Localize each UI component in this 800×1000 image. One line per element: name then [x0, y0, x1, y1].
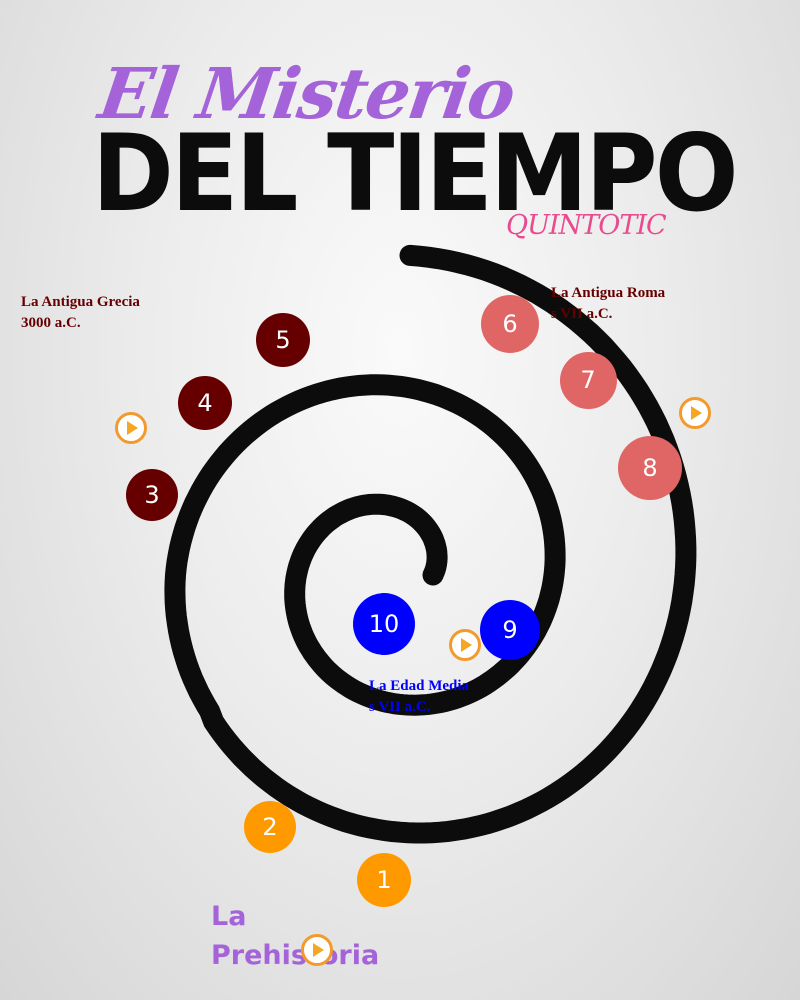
marker-number: 10 [368, 610, 400, 638]
marker-1[interactable]: 1 [357, 853, 411, 907]
play-icon [461, 638, 472, 652]
era-label-grecia: La Antigua Grecia 3000 a.C. [21, 292, 140, 334]
marker-10[interactable]: 10 [353, 593, 415, 655]
era-title: La Antigua Grecia [21, 294, 140, 310]
spiral-path [164, 244, 697, 844]
marker-number: 9 [502, 616, 518, 644]
play-button[interactable] [449, 629, 481, 661]
marker-2[interactable]: 2 [244, 801, 296, 853]
marker-8[interactable]: 8 [618, 436, 682, 500]
marker-number: 2 [262, 813, 278, 841]
marker-number: 5 [275, 326, 291, 354]
play-icon [691, 406, 702, 420]
era-title: La Edad Media [369, 678, 470, 694]
play-button[interactable] [115, 412, 147, 444]
marker-4[interactable]: 4 [178, 376, 232, 430]
brand-logo: QUINTOTIC [506, 210, 667, 241]
marker-6[interactable]: 6 [481, 295, 539, 353]
marker-number: 7 [580, 366, 596, 394]
play-button[interactable] [679, 397, 711, 429]
era-date: 3000 a.C. [21, 315, 81, 331]
era-label-prehistoria: La Prehistoria [211, 897, 379, 975]
era-title: La [211, 901, 247, 932]
era-title: Prehistoria [211, 940, 380, 971]
era-date: s VII a.C. [369, 699, 431, 715]
marker-9[interactable]: 9 [480, 600, 540, 660]
play-button[interactable] [301, 934, 333, 966]
play-icon [127, 421, 138, 435]
era-label-roma: La Antigua Roma s VII a.C. [551, 283, 665, 325]
marker-3[interactable]: 3 [126, 469, 178, 521]
marker-number: 8 [642, 454, 658, 482]
marker-5[interactable]: 5 [256, 313, 310, 367]
era-label-media: La Edad Media s VII a.C. [369, 676, 469, 718]
era-title: La Antigua Roma [551, 285, 666, 301]
marker-number: 4 [197, 389, 213, 417]
play-icon [313, 943, 324, 957]
title-main: DEL TIEMPO [92, 112, 739, 235]
marker-number: 6 [502, 310, 518, 338]
marker-number: 1 [376, 866, 392, 894]
era-date: s VII a.C. [551, 306, 613, 322]
marker-number: 3 [144, 481, 160, 509]
marker-7[interactable]: 7 [559, 351, 617, 409]
